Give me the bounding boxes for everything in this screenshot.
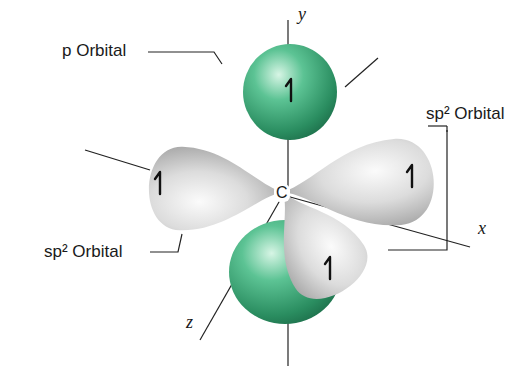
- orbital-label: sp² Orbital: [426, 104, 504, 124]
- electron-spin: [407, 165, 412, 187]
- leader-line: [148, 52, 222, 64]
- axis-extension: [345, 58, 378, 87]
- atom-label: C: [274, 184, 290, 202]
- axis-label: y: [298, 4, 306, 25]
- electron-spin: [325, 257, 330, 279]
- electron-spin: [286, 79, 291, 101]
- orbital-label: p Orbital: [62, 41, 126, 61]
- p-orbital-lobe: [243, 44, 337, 140]
- axis-lines: [85, 20, 470, 366]
- axis-extension: [85, 150, 150, 170]
- bracket: [388, 126, 447, 250]
- bracket-tick: [428, 125, 447, 126]
- axis-label: x: [478, 218, 486, 239]
- leader-lines: [148, 52, 447, 252]
- electron-spin: [155, 172, 160, 194]
- leader-line: [150, 234, 182, 252]
- axis-label: z: [186, 312, 193, 333]
- orbital-label: sp² Orbital: [44, 242, 122, 262]
- sp2-orbital-lobe: [249, 171, 379, 312]
- leader-line: [446, 130, 447, 132]
- sp2-orbital-lobe: [147, 146, 284, 234]
